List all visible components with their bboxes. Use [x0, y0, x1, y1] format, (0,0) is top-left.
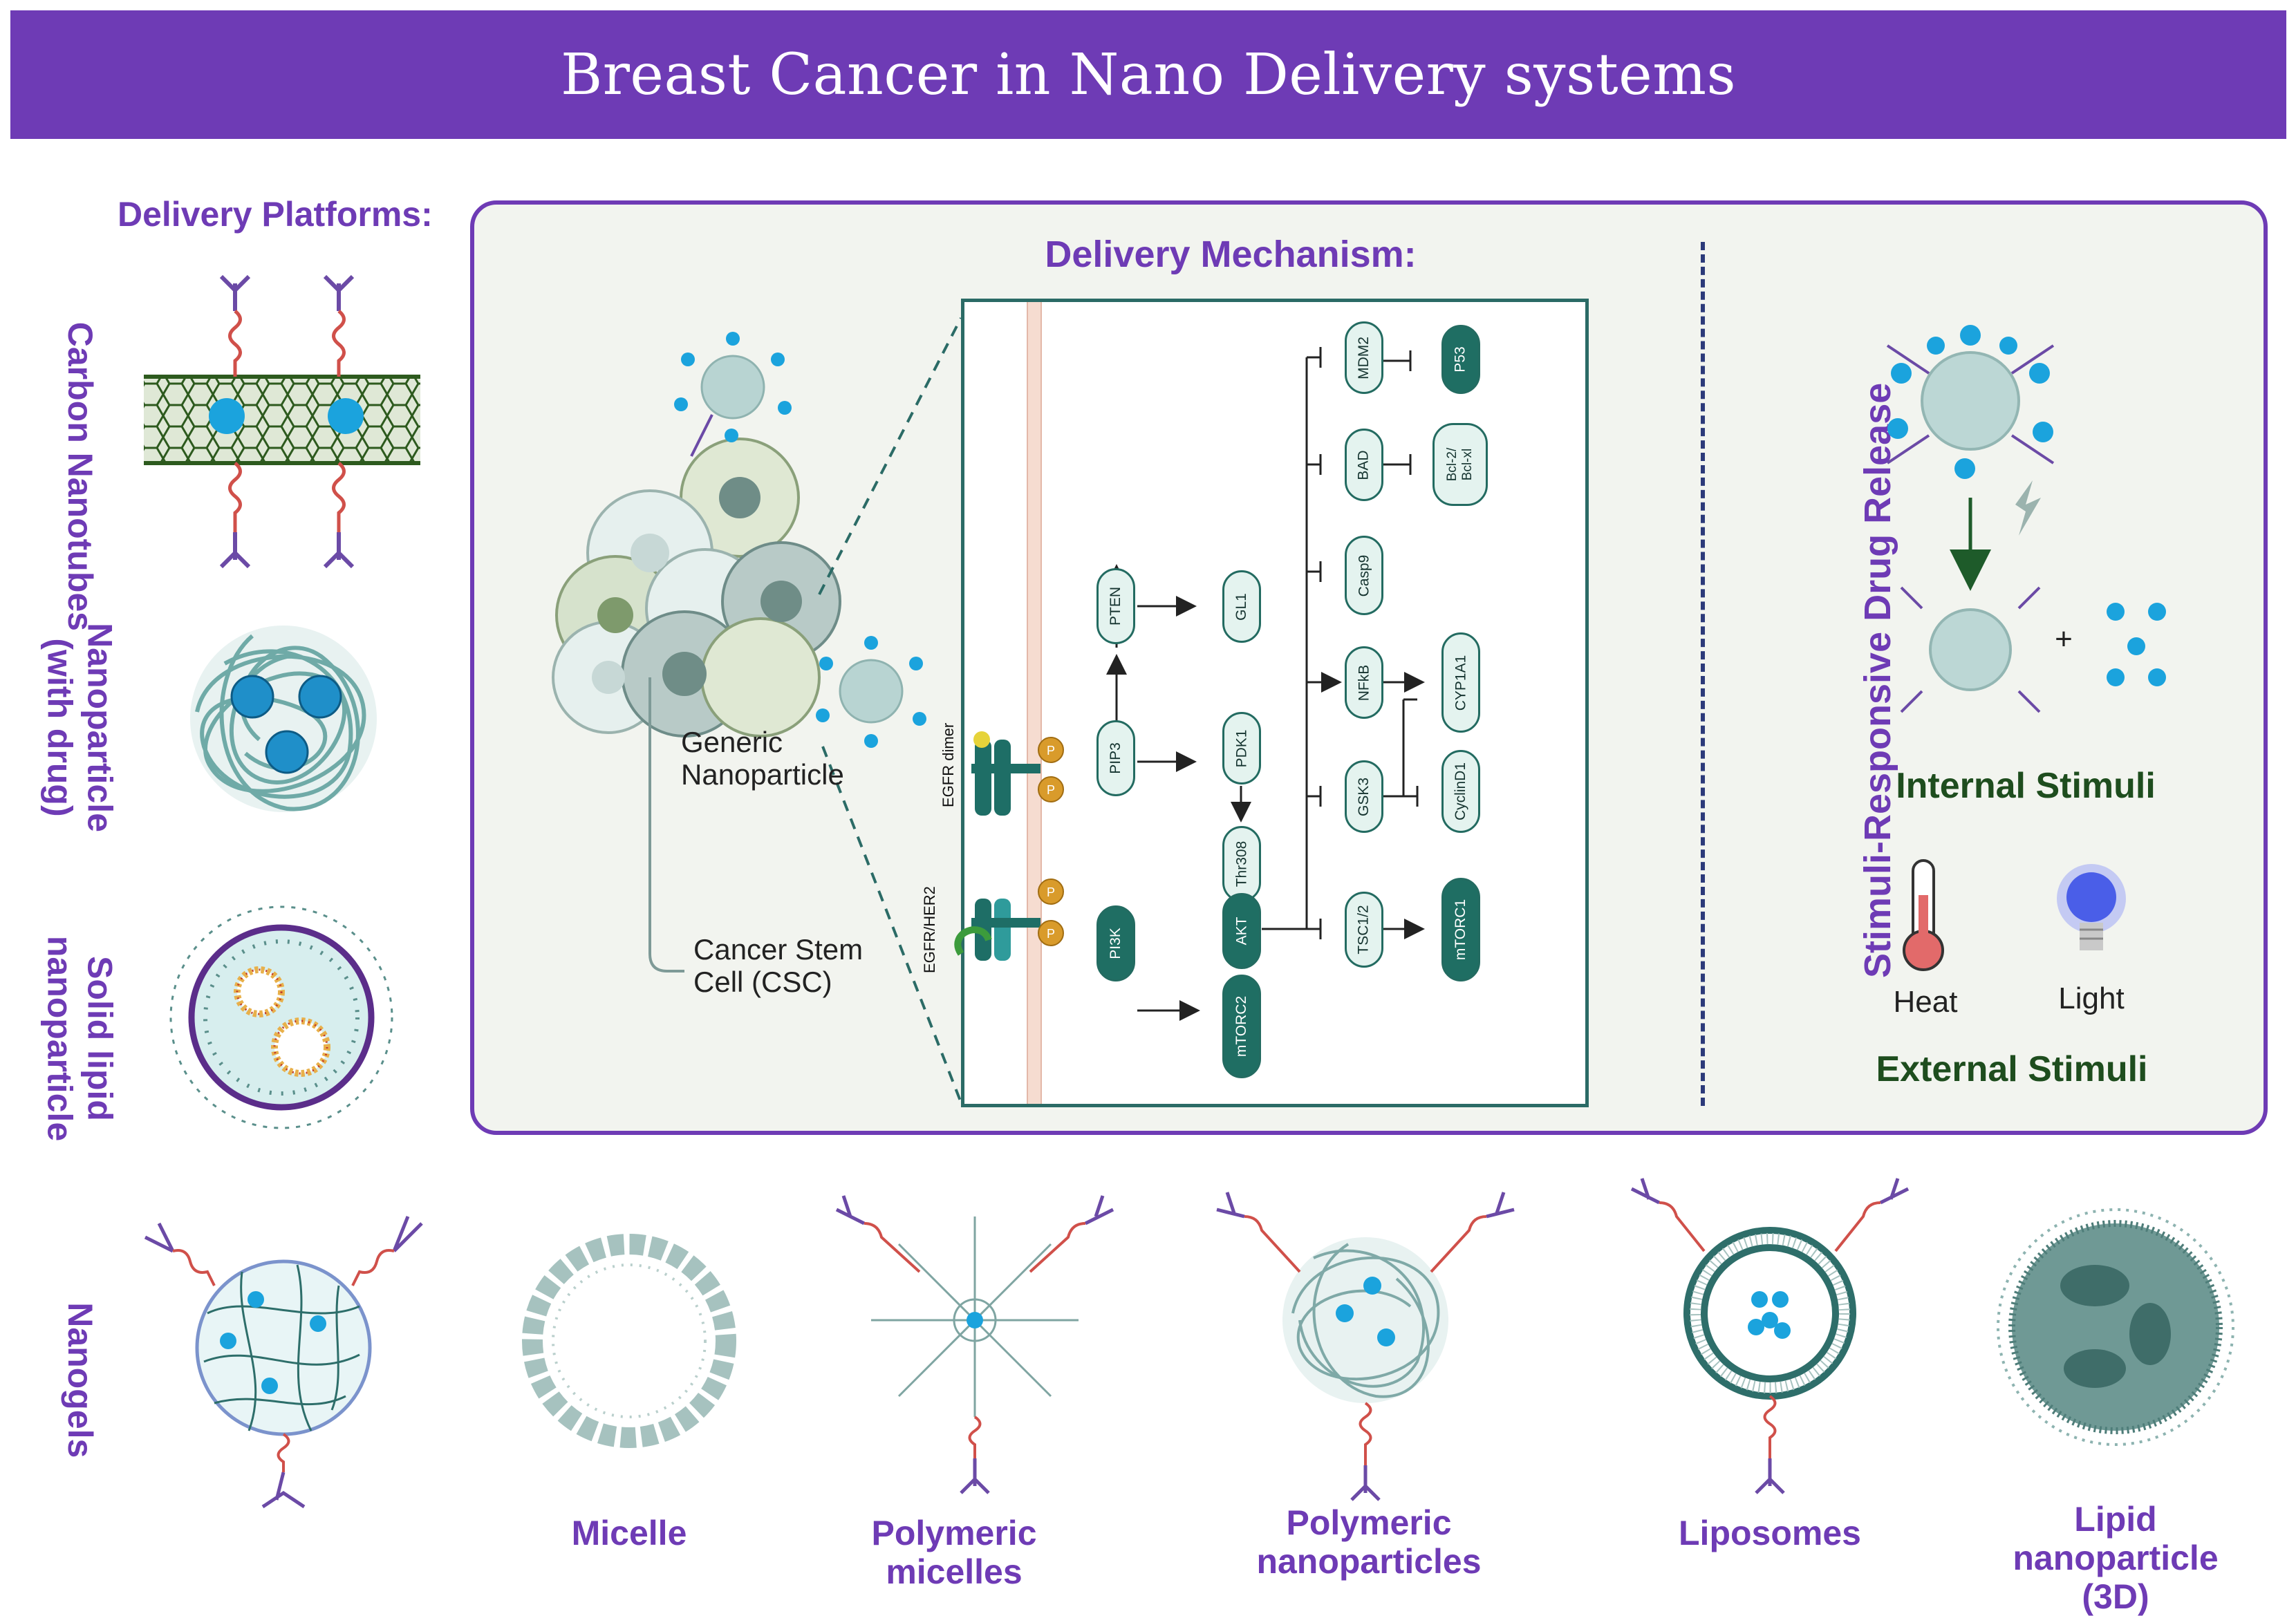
plus-sign: +	[2055, 622, 2073, 656]
label-micelle: Micelle	[571, 1514, 687, 1552]
node-thr308: Thr308	[1222, 826, 1261, 902]
cancer-cell-cluster	[552, 317, 962, 1103]
delivery-mechanism-heading: Delivery Mechanism:	[1045, 234, 1417, 275]
micelle-illustration	[522, 1234, 736, 1448]
page-title: Breast Cancer in Nano Delivery systems	[560, 41, 1737, 108]
phospho-p3: P	[1047, 885, 1055, 899]
label-nanoparticle-with-drug: Nanoparticle (with drug)	[41, 623, 120, 832]
cell-membrane	[1027, 302, 1042, 1104]
generic-nanoparticle-label: Generic Nanoparticle	[681, 726, 844, 791]
node-pdk1: PDK1	[1222, 712, 1261, 784]
internal-stimuli-label: Internal Stimuli	[1896, 766, 2156, 806]
node-gsk3: GSK3	[1345, 760, 1383, 833]
phospho-p1: P	[1047, 744, 1055, 758]
lipid-nanoparticle-3d-illustration	[1997, 1208, 2234, 1446]
delivery-platforms-heading: Delivery Platforms:	[118, 195, 433, 234]
node-pip3: PIP3	[1096, 720, 1135, 796]
label-solid-lipid-nanoparticle: Solid lipid nanoparticle	[41, 935, 120, 1142]
node-pi3k: PI3K	[1096, 905, 1135, 981]
node-cyp1a1: CYP1A1	[1441, 632, 1480, 733]
node-p53: P53	[1441, 325, 1480, 394]
label-polymeric-nanoparticles: Polymeric nanoparticles	[1256, 1503, 1482, 1581]
node-bcl2: Bcl-2/ Bcl-xl	[1432, 423, 1488, 506]
phospho-p2: P	[1047, 783, 1055, 797]
node-gl1: GL1	[1222, 570, 1261, 643]
phospho-p4: P	[1047, 927, 1055, 941]
nanoparticle-with-drug-illustration	[190, 626, 377, 812]
light-label: Light	[2058, 981, 2125, 1015]
egfr-her2-label: EGFR/HER2	[921, 886, 938, 973]
node-casp9: Casp9	[1345, 536, 1383, 615]
thermometer-icon	[1903, 859, 1944, 971]
node-tsc12: TSC1/2	[1345, 892, 1383, 968]
pathway-arrows	[1106, 347, 1425, 1021]
label-nanogels: Nanogels	[60, 1302, 100, 1458]
node-cyclind1: CyclinD1	[1441, 750, 1480, 833]
stimuli-illustration	[1886, 325, 2166, 713]
receptor-illustration: P P P P	[954, 731, 1064, 961]
cancer-stem-cell-label: Cancer Stem Cell (CSC)	[693, 933, 864, 999]
external-stimuli-label: External Stimuli	[1876, 1049, 2148, 1089]
solid-lipid-nanoparticle-illustration	[169, 905, 393, 1129]
label-polymeric-micelles: Polymeric micelles	[871, 1514, 1037, 1591]
node-mtorc1: mTORC1	[1441, 878, 1480, 981]
node-mdm2: MDM2	[1345, 321, 1383, 394]
label-lipid-nanoparticle-3d: Lipid nanoparticle (3D)	[2013, 1500, 2219, 1616]
polymeric-micelle-illustration	[835, 1195, 1114, 1494]
panel-divider	[1701, 242, 1705, 1106]
heat-label: Heat	[1893, 985, 1958, 1019]
node-bad: BAD	[1345, 429, 1383, 501]
polymeric-nanoparticle-illustration	[1216, 1192, 1515, 1501]
node-mtorc2: mTORC2	[1222, 975, 1261, 1078]
nanogel-illustration	[144, 1216, 423, 1509]
node-nfkb: NFkB	[1345, 646, 1383, 719]
carbon-nanotube-illustration	[144, 274, 420, 569]
node-pten: PTEN	[1096, 568, 1135, 644]
title-banner: Breast Cancer in Nano Delivery systems	[10, 10, 2286, 139]
label-carbon-nanotubes: Carbon Nanotubes	[60, 321, 100, 631]
node-akt: AKT	[1222, 893, 1261, 969]
label-liposomes: Liposomes	[1679, 1514, 1861, 1552]
light-bulb-icon	[2057, 864, 2126, 950]
liposome-illustration	[1630, 1178, 1910, 1494]
